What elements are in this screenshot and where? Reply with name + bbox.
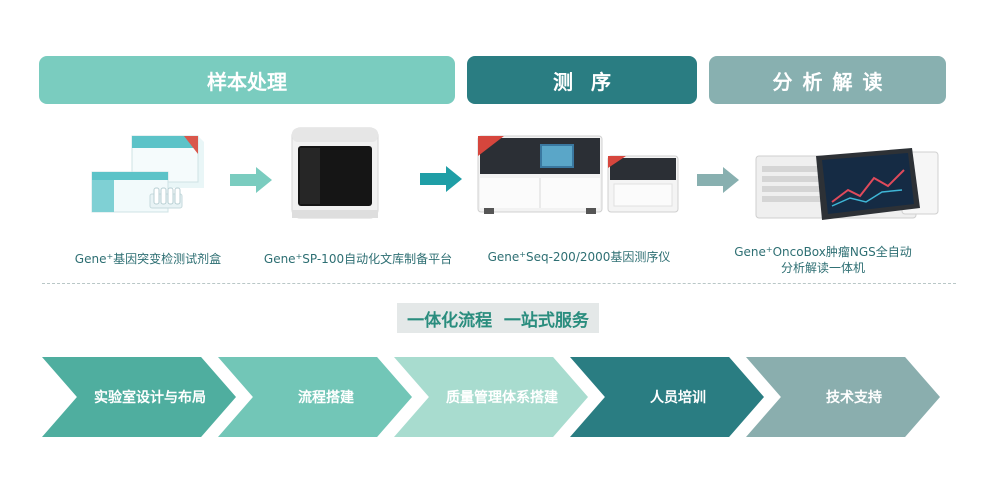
sp100-instrument-image — [291, 127, 379, 219]
arrow-right-icon — [230, 167, 272, 193]
step-quality-system: 质量管理体系搭建 — [394, 357, 588, 437]
dashed-divider — [42, 283, 956, 284]
caption-oncobox: Gene+OncoBox肿瘤NGS全自动 分析解读一体机 — [734, 245, 912, 275]
sequencer-instruments-image — [477, 135, 679, 214]
reagent-kit-image — [91, 135, 204, 213]
step-process-setup: 流程搭建 — [218, 357, 412, 437]
header-sample-processing: 样本处理 — [39, 56, 455, 104]
slogan-banner: 一体化流程 一站式服务 — [397, 303, 599, 333]
step-technical-support: 技术支持 — [746, 357, 940, 437]
caption-sequencer: Gene+Seq-200/2000基因测序仪 — [487, 250, 671, 264]
caption-reagent-kit: Gene+基因突变检测试剂盒 — [74, 252, 222, 266]
arrow-right-icon — [420, 166, 462, 192]
arrow-right-icon — [697, 167, 739, 193]
caption-sp100: Gene+SP-100自动化文库制备平台 — [263, 252, 453, 266]
oncobox-instrument-image — [755, 148, 939, 220]
header-analysis: 分析解读 — [709, 56, 946, 104]
header-sequencing: 测序 — [467, 56, 697, 104]
step-lab-design: 实验室设计与布局 — [42, 357, 236, 437]
step-staff-training: 人员培训 — [570, 357, 764, 437]
